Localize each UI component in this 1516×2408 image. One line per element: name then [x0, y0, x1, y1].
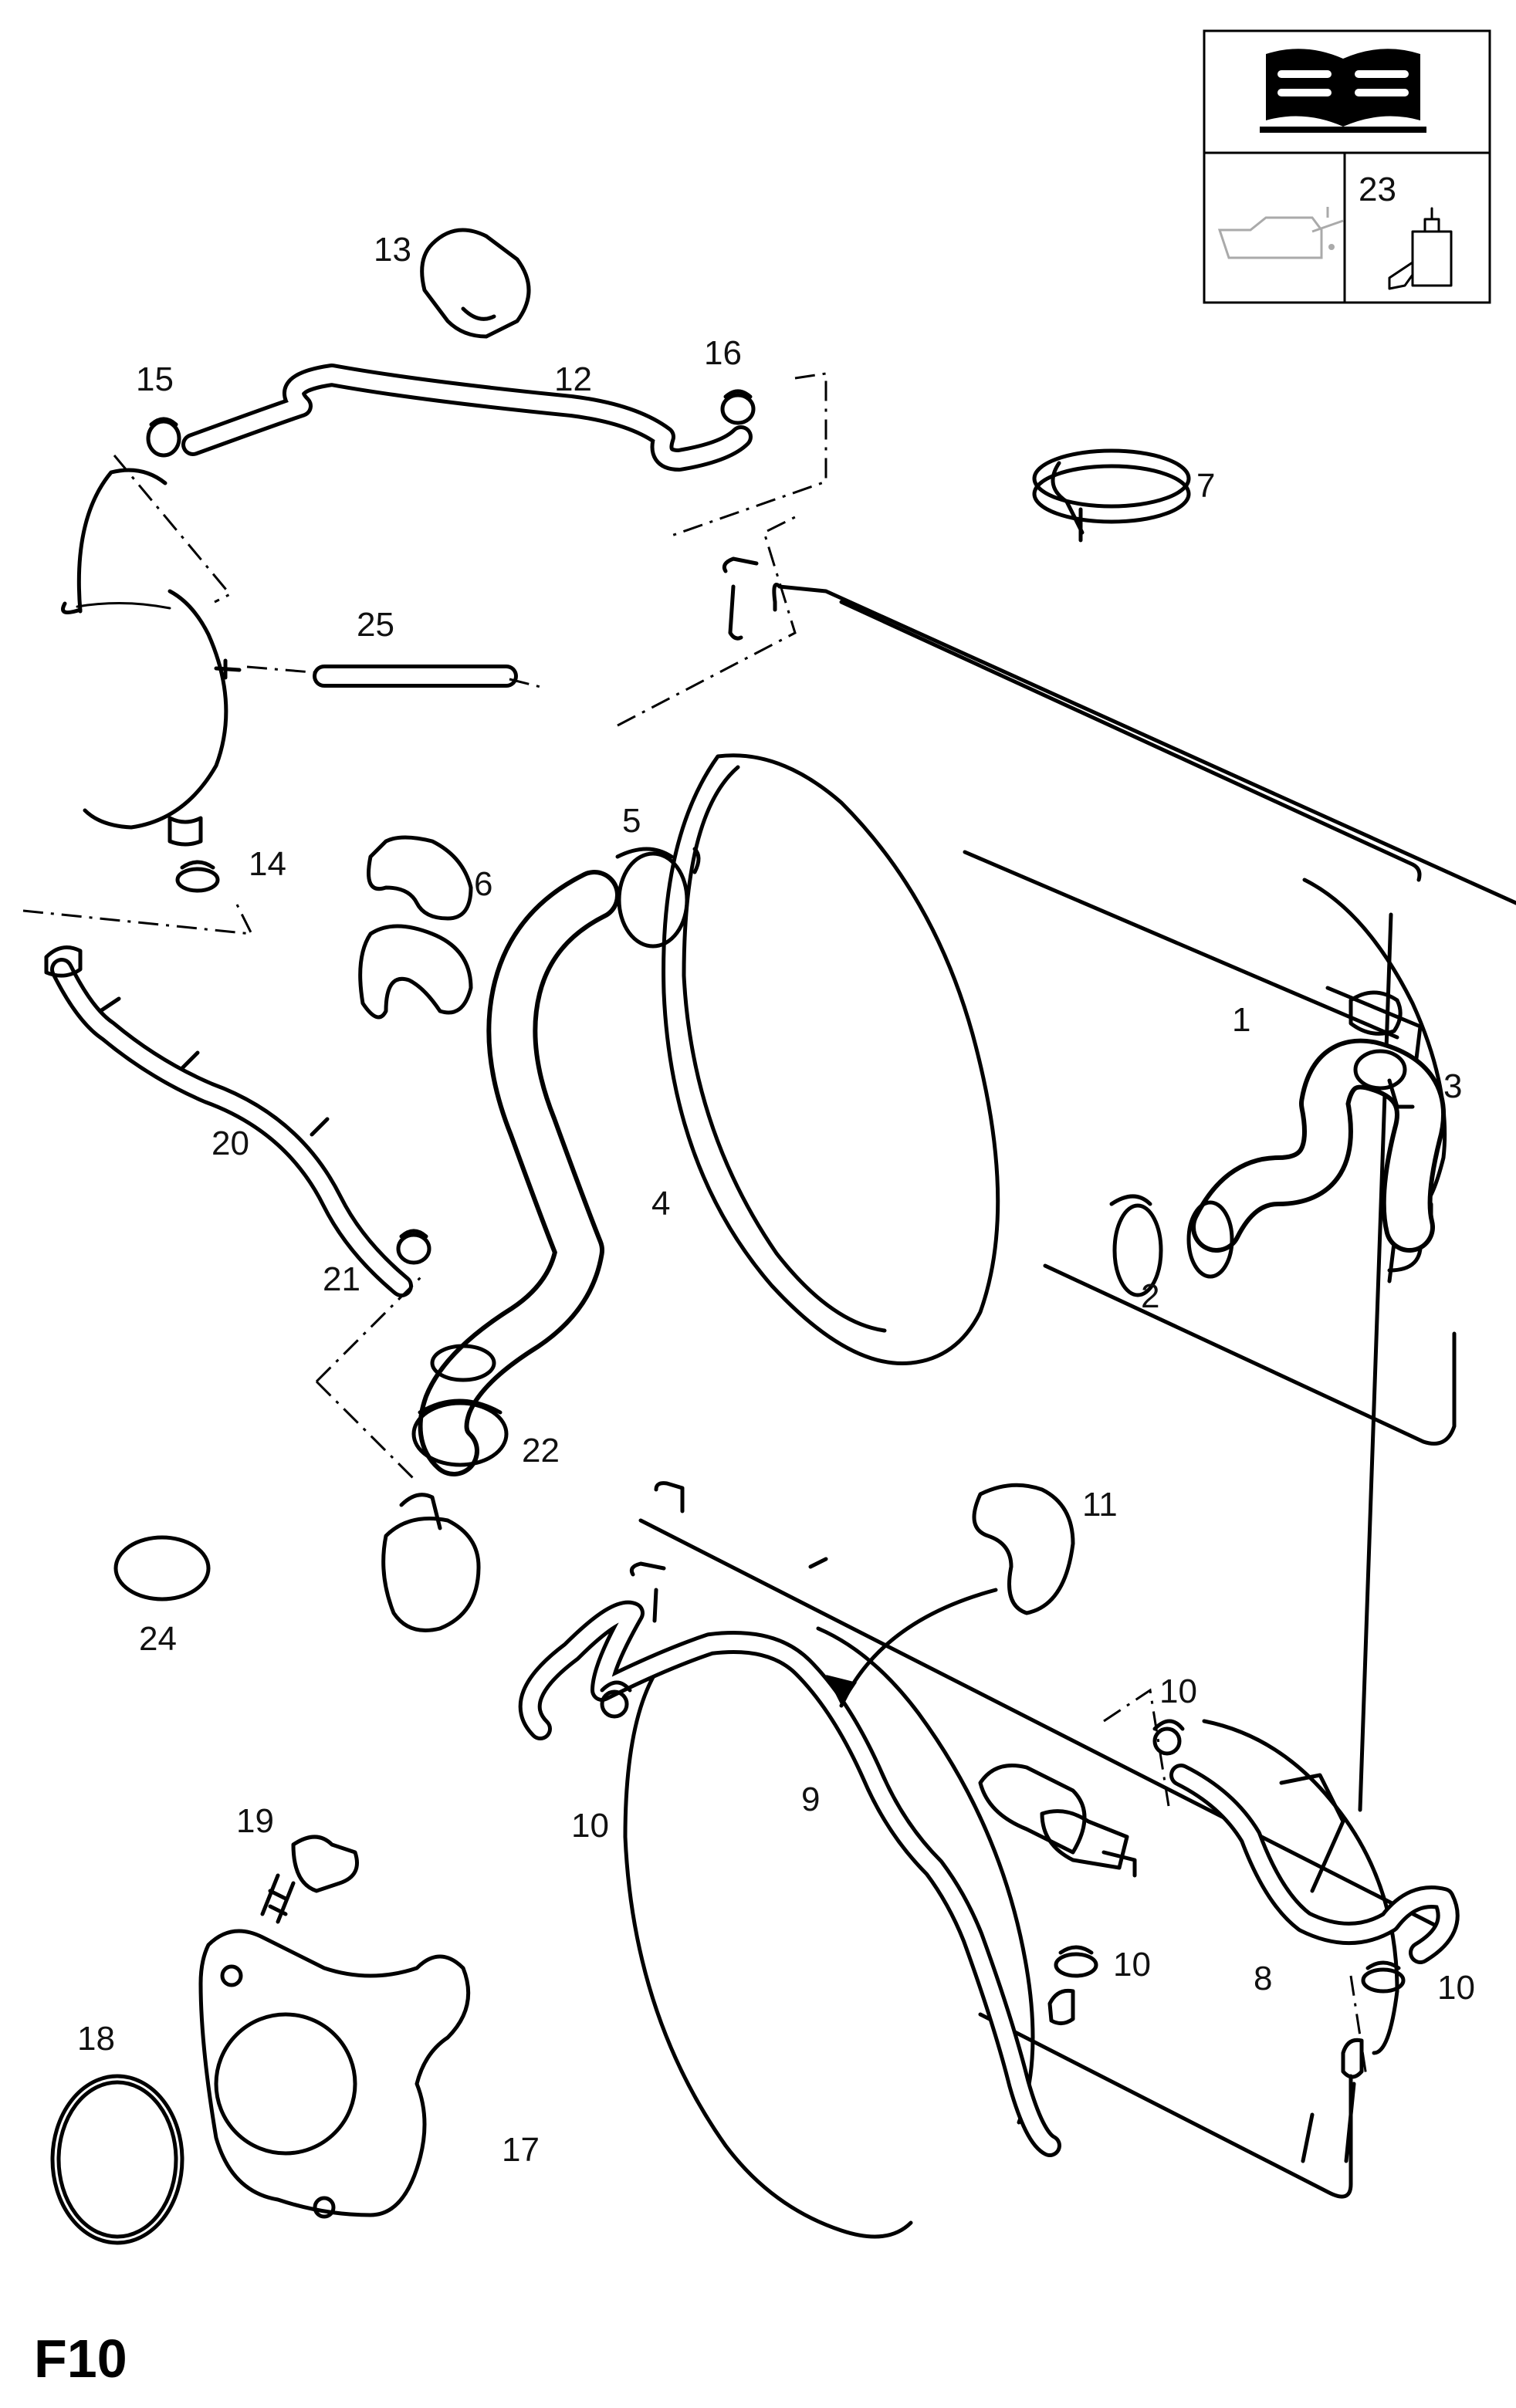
clamp-5 — [615, 847, 701, 949]
hose-9 — [518, 1600, 1075, 2157]
clamp-22 — [411, 1398, 509, 1467]
callout-10-top: 10 — [1159, 1672, 1197, 1710]
clamp-2 — [1109, 1194, 1163, 1297]
hose-8 — [1169, 1764, 1460, 1964]
callout-10-mid: 10 — [1113, 1946, 1151, 1984]
callout-12: 12 — [554, 360, 592, 398]
callout-8: 8 — [1254, 1960, 1272, 1997]
callout-21: 21 — [323, 1260, 360, 1298]
hose-12 — [181, 364, 753, 472]
thermostat-housing-upper — [381, 1493, 481, 1632]
callout-24: 24 — [139, 1620, 177, 1658]
callout-18: 18 — [77, 2020, 115, 2058]
legend-callout-23: 23 — [1359, 171, 1396, 208]
expansion-tank — [61, 468, 242, 847]
callout-2: 2 — [1141, 1277, 1159, 1315]
clamp-7 — [1032, 448, 1191, 543]
callout-6: 6 — [474, 865, 492, 903]
callout-19: 19 — [236, 1802, 274, 1840]
callout-22: 22 — [522, 1432, 560, 1469]
callout-14: 14 — [249, 845, 286, 883]
clamp-10-right — [1361, 1960, 1406, 1994]
thermostat-housing-17 — [198, 1929, 471, 2219]
callout-16: 16 — [704, 334, 742, 372]
bracket-11 — [972, 1483, 1075, 1615]
pipe-25 — [246, 665, 541, 688]
clamp-10-mid — [1054, 1945, 1098, 1978]
callout-20: 20 — [211, 1125, 249, 1162]
bracket-13 — [420, 228, 531, 339]
hose-4 — [418, 870, 620, 1476]
callout-10-right: 10 — [1437, 1969, 1475, 2007]
callout-13: 13 — [374, 231, 411, 269]
callout-4: 4 — [651, 1185, 670, 1223]
leader-lines — [22, 372, 1368, 2077]
callout-labels: 1 2 3 4 5 6 7 8 9 10 10 10 10 11 12 13 1… — [77, 231, 1475, 2169]
clamp-16 — [720, 389, 756, 425]
callout-5: 5 — [622, 802, 641, 840]
water-pump — [978, 1764, 1137, 1878]
bolt-19 — [260, 1835, 359, 1924]
clamp-10-left — [600, 1680, 632, 1719]
legend-box: 23 — [1203, 29, 1491, 304]
callout-1: 1 — [1232, 1001, 1250, 1039]
callout-11: 11 — [1082, 1486, 1118, 1524]
hose-20 — [44, 945, 413, 1297]
callout-9: 9 — [801, 1781, 820, 1818]
clamp-10-top — [1152, 1719, 1185, 1756]
clamp-15 — [146, 417, 181, 458]
callout-3: 3 — [1443, 1067, 1462, 1105]
page-label: F10 — [34, 2329, 127, 2389]
o-ring-24 — [113, 1535, 211, 1601]
callout-10-left: 10 — [571, 1807, 609, 1845]
clamp-3 — [1353, 1049, 1415, 1109]
callout-7: 7 — [1196, 467, 1215, 505]
callout-17: 17 — [502, 2131, 540, 2169]
callout-15: 15 — [136, 360, 174, 398]
clamp-21 — [396, 1229, 431, 1265]
callout-25: 25 — [357, 606, 394, 644]
hose-1 — [1186, 1038, 1446, 1279]
clamp-14 — [175, 860, 220, 893]
bracket-6 — [358, 835, 473, 1020]
manual-book-icon — [1260, 49, 1426, 133]
o-ring-18 — [50, 2074, 184, 2245]
coolant-bottle-icon — [1388, 207, 1453, 290]
oil-can-icon — [1217, 207, 1344, 259]
radiator-lower — [623, 1481, 1446, 2239]
